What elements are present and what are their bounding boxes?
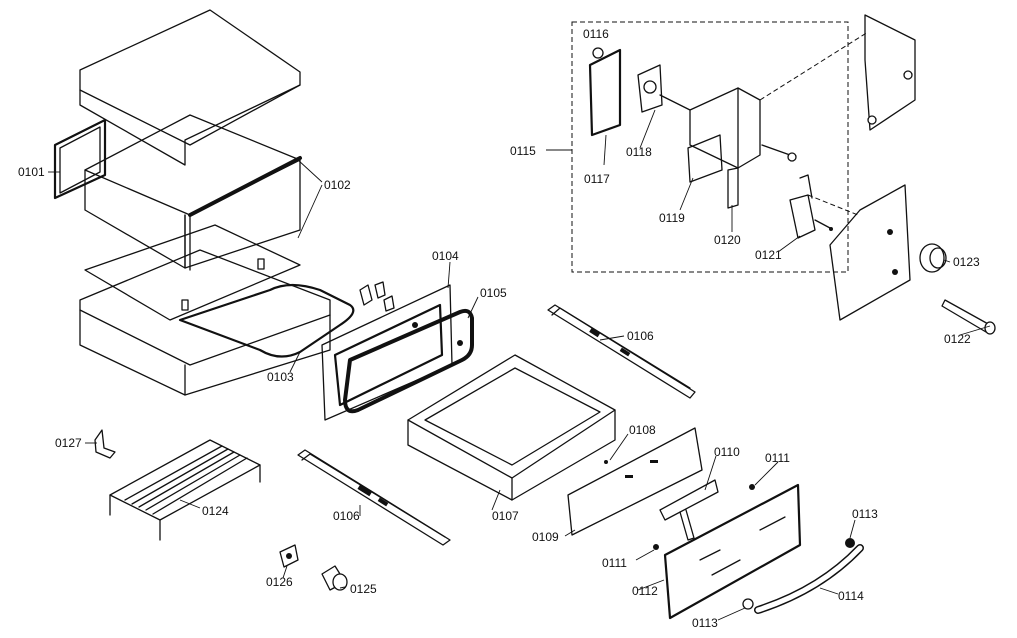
label-0105: 0105	[480, 286, 507, 300]
door-gasket-0105	[343, 308, 474, 414]
label-0111-bottom: 0111	[602, 556, 627, 570]
part-labels: 0101 0102 0103 0104 0105 0106 0106 0107 …	[18, 27, 980, 630]
label-0125: 0125	[350, 582, 377, 596]
end-caps-0113	[742, 538, 855, 610]
glass-panel-0112	[663, 483, 802, 620]
hinge-clips	[359, 281, 395, 312]
label-0119: 0119	[659, 211, 685, 225]
shaft-0122	[941, 299, 996, 335]
label-0104: 0104	[432, 249, 459, 263]
label-0127: 0127	[55, 436, 82, 450]
bottom-plate	[84, 224, 301, 321]
lamp-0125	[321, 565, 348, 591]
label-0121: 0121	[755, 248, 782, 262]
drawer-pan-0107	[407, 354, 616, 501]
label-0108: 0108	[629, 423, 656, 437]
label-0106-bottom: 0106	[333, 509, 360, 523]
rack-0124	[109, 439, 261, 541]
control-parts	[588, 47, 833, 239]
label-0115: 0115	[510, 144, 536, 158]
outer-housing-top	[79, 9, 301, 166]
gasket-0103	[178, 258, 355, 358]
label-0118: 0118	[626, 145, 652, 159]
label-0106-top: 0106	[627, 329, 654, 343]
slide-rail-0106-bottom	[297, 449, 451, 546]
label-0114: 0114	[838, 589, 864, 603]
label-0113-right: 0113	[852, 507, 878, 521]
label-0120: 0120	[714, 233, 741, 247]
control-module-boundary-0115	[571, 21, 849, 273]
label-0111-top: 0111	[765, 451, 790, 465]
bracket-0110	[659, 479, 719, 541]
mounting-bracket-lower	[829, 184, 911, 321]
label-0112: 0112	[632, 584, 658, 598]
bracket-0127	[94, 429, 116, 459]
label-0123: 0123	[953, 255, 980, 269]
label-0110: 0110	[714, 445, 740, 459]
label-0102: 0102	[324, 178, 351, 192]
leader-lines	[48, 31, 991, 621]
label-0107: 0107	[492, 509, 519, 523]
label-0103: 0103	[267, 370, 294, 384]
label-0124: 0124	[202, 504, 229, 518]
inner-cabinet-box	[84, 114, 302, 271]
drawer-inner-panel-0109	[567, 427, 703, 536]
label-0101: 0101	[18, 165, 45, 179]
label-0113-bottom: 0113	[692, 616, 718, 630]
slide-rail-0106-top	[547, 304, 696, 399]
handle-0114	[754, 544, 864, 614]
label-0117: 0117	[584, 172, 610, 186]
label-0126: 0126	[266, 575, 293, 589]
socket-0126	[279, 544, 299, 568]
label-0116: 0116	[583, 27, 609, 41]
door-frame-0104	[321, 284, 453, 421]
side-panel-0101	[53, 118, 107, 200]
screws-0111	[653, 484, 755, 550]
mounting-bracket-upper	[864, 14, 916, 131]
knob-0123	[919, 243, 947, 273]
label-0122: 0122	[944, 332, 971, 346]
label-0109: 0109	[532, 530, 559, 544]
outer-housing-bottom	[79, 249, 331, 396]
